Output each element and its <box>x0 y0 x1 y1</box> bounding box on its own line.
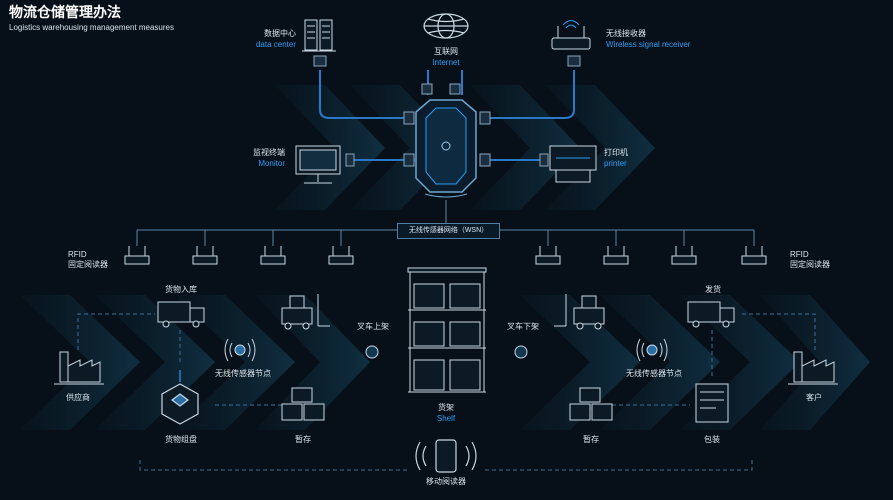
rfid-reader-icon <box>328 246 354 265</box>
sensor-left-label: 无线传感器节点 <box>215 369 271 378</box>
data-center-label-zh: 数据中心 <box>264 29 296 38</box>
wireless-label-en: Wireless signal receiver <box>606 40 691 49</box>
rfid-right-label-2: 固定阅读器 <box>790 260 830 269</box>
mobile-reader-icon <box>415 439 477 473</box>
monitor-label-zh: 监视终端 <box>253 148 285 157</box>
rfid-reader-icon <box>260 246 286 265</box>
factory-icon <box>54 351 104 385</box>
monitor-label-en: Monitor <box>258 159 285 168</box>
factory-icon <box>788 351 838 385</box>
globe-icon <box>423 13 469 39</box>
package-label-icon <box>695 383 729 423</box>
flow-lines <box>77 313 816 471</box>
data-center-label-en: data center <box>255 40 296 49</box>
printer-label-zh: 打印机 <box>604 148 628 157</box>
sensor-right-label: 无线传感器节点 <box>626 369 682 378</box>
forklift-up-label: 叉车上架 <box>357 322 389 331</box>
sensor-node-icon <box>224 338 256 362</box>
signal-dot-icon <box>514 345 528 359</box>
page-subtitle: Logistics warehousing management measure… <box>9 23 174 32</box>
rfid-right-label-1: RFID <box>790 250 809 259</box>
rfid-reader-icon <box>741 246 767 265</box>
truck-icon <box>687 301 735 328</box>
cable-connectors <box>313 55 581 167</box>
ship-label: 发货 <box>705 285 721 294</box>
central-router <box>415 99 477 198</box>
forklift-down-label: 叉车下架 <box>507 322 539 331</box>
rfid-reader-icon <box>535 246 561 265</box>
printer-label-en: printer <box>604 159 627 168</box>
rfid-reader-icon <box>192 246 218 265</box>
wsn-label: 无线传感器网络（WSN） <box>397 223 500 239</box>
wsn-bus <box>136 200 755 246</box>
inventory-cube-icon <box>161 370 199 425</box>
monitor-icon <box>295 145 341 184</box>
supplier-label: 供应商 <box>66 393 90 402</box>
shelf-icon <box>407 267 487 393</box>
server-icon <box>302 19 336 52</box>
customer-label: 客户 <box>806 393 822 402</box>
signal-dot-icon <box>365 345 379 359</box>
internet-label-en: Internet <box>432 58 460 67</box>
mobile-reader-label: 移动阅读器 <box>426 477 466 486</box>
inventory-label: 货物组盘 <box>165 435 197 444</box>
forklift-icon <box>554 294 605 330</box>
box-stack-icon <box>569 387 613 421</box>
printer-icon <box>549 145 597 183</box>
truck-icon <box>157 301 205 328</box>
temp-right-label: 暂存 <box>583 435 599 444</box>
rfid-reader-icon <box>124 246 150 265</box>
page-title: 物流仓储管理办法 <box>9 4 121 20</box>
rfid-reader-icon <box>603 246 629 265</box>
packing-label: 包装 <box>704 435 720 444</box>
rfid-left-label-2: 固定阅读器 <box>68 260 108 269</box>
wireless-router-icon <box>551 20 591 50</box>
sensor-node-icon <box>636 338 668 362</box>
rfid-reader-icons <box>124 246 767 265</box>
inbound-label: 货物入库 <box>165 285 197 294</box>
internet-label-zh: 互联网 <box>434 47 458 56</box>
wireless-label-zh: 无线接收器 <box>606 29 646 38</box>
box-stack-icon <box>281 387 325 421</box>
shelf-label-en: Shelf <box>436 414 456 423</box>
forklift-icon <box>281 294 330 330</box>
rfid-reader-icon <box>671 246 697 265</box>
rfid-left-label-1: RFID <box>68 250 87 259</box>
shelf-label-zh: 货架 <box>438 403 454 412</box>
temp-left-label: 暂存 <box>295 435 311 444</box>
